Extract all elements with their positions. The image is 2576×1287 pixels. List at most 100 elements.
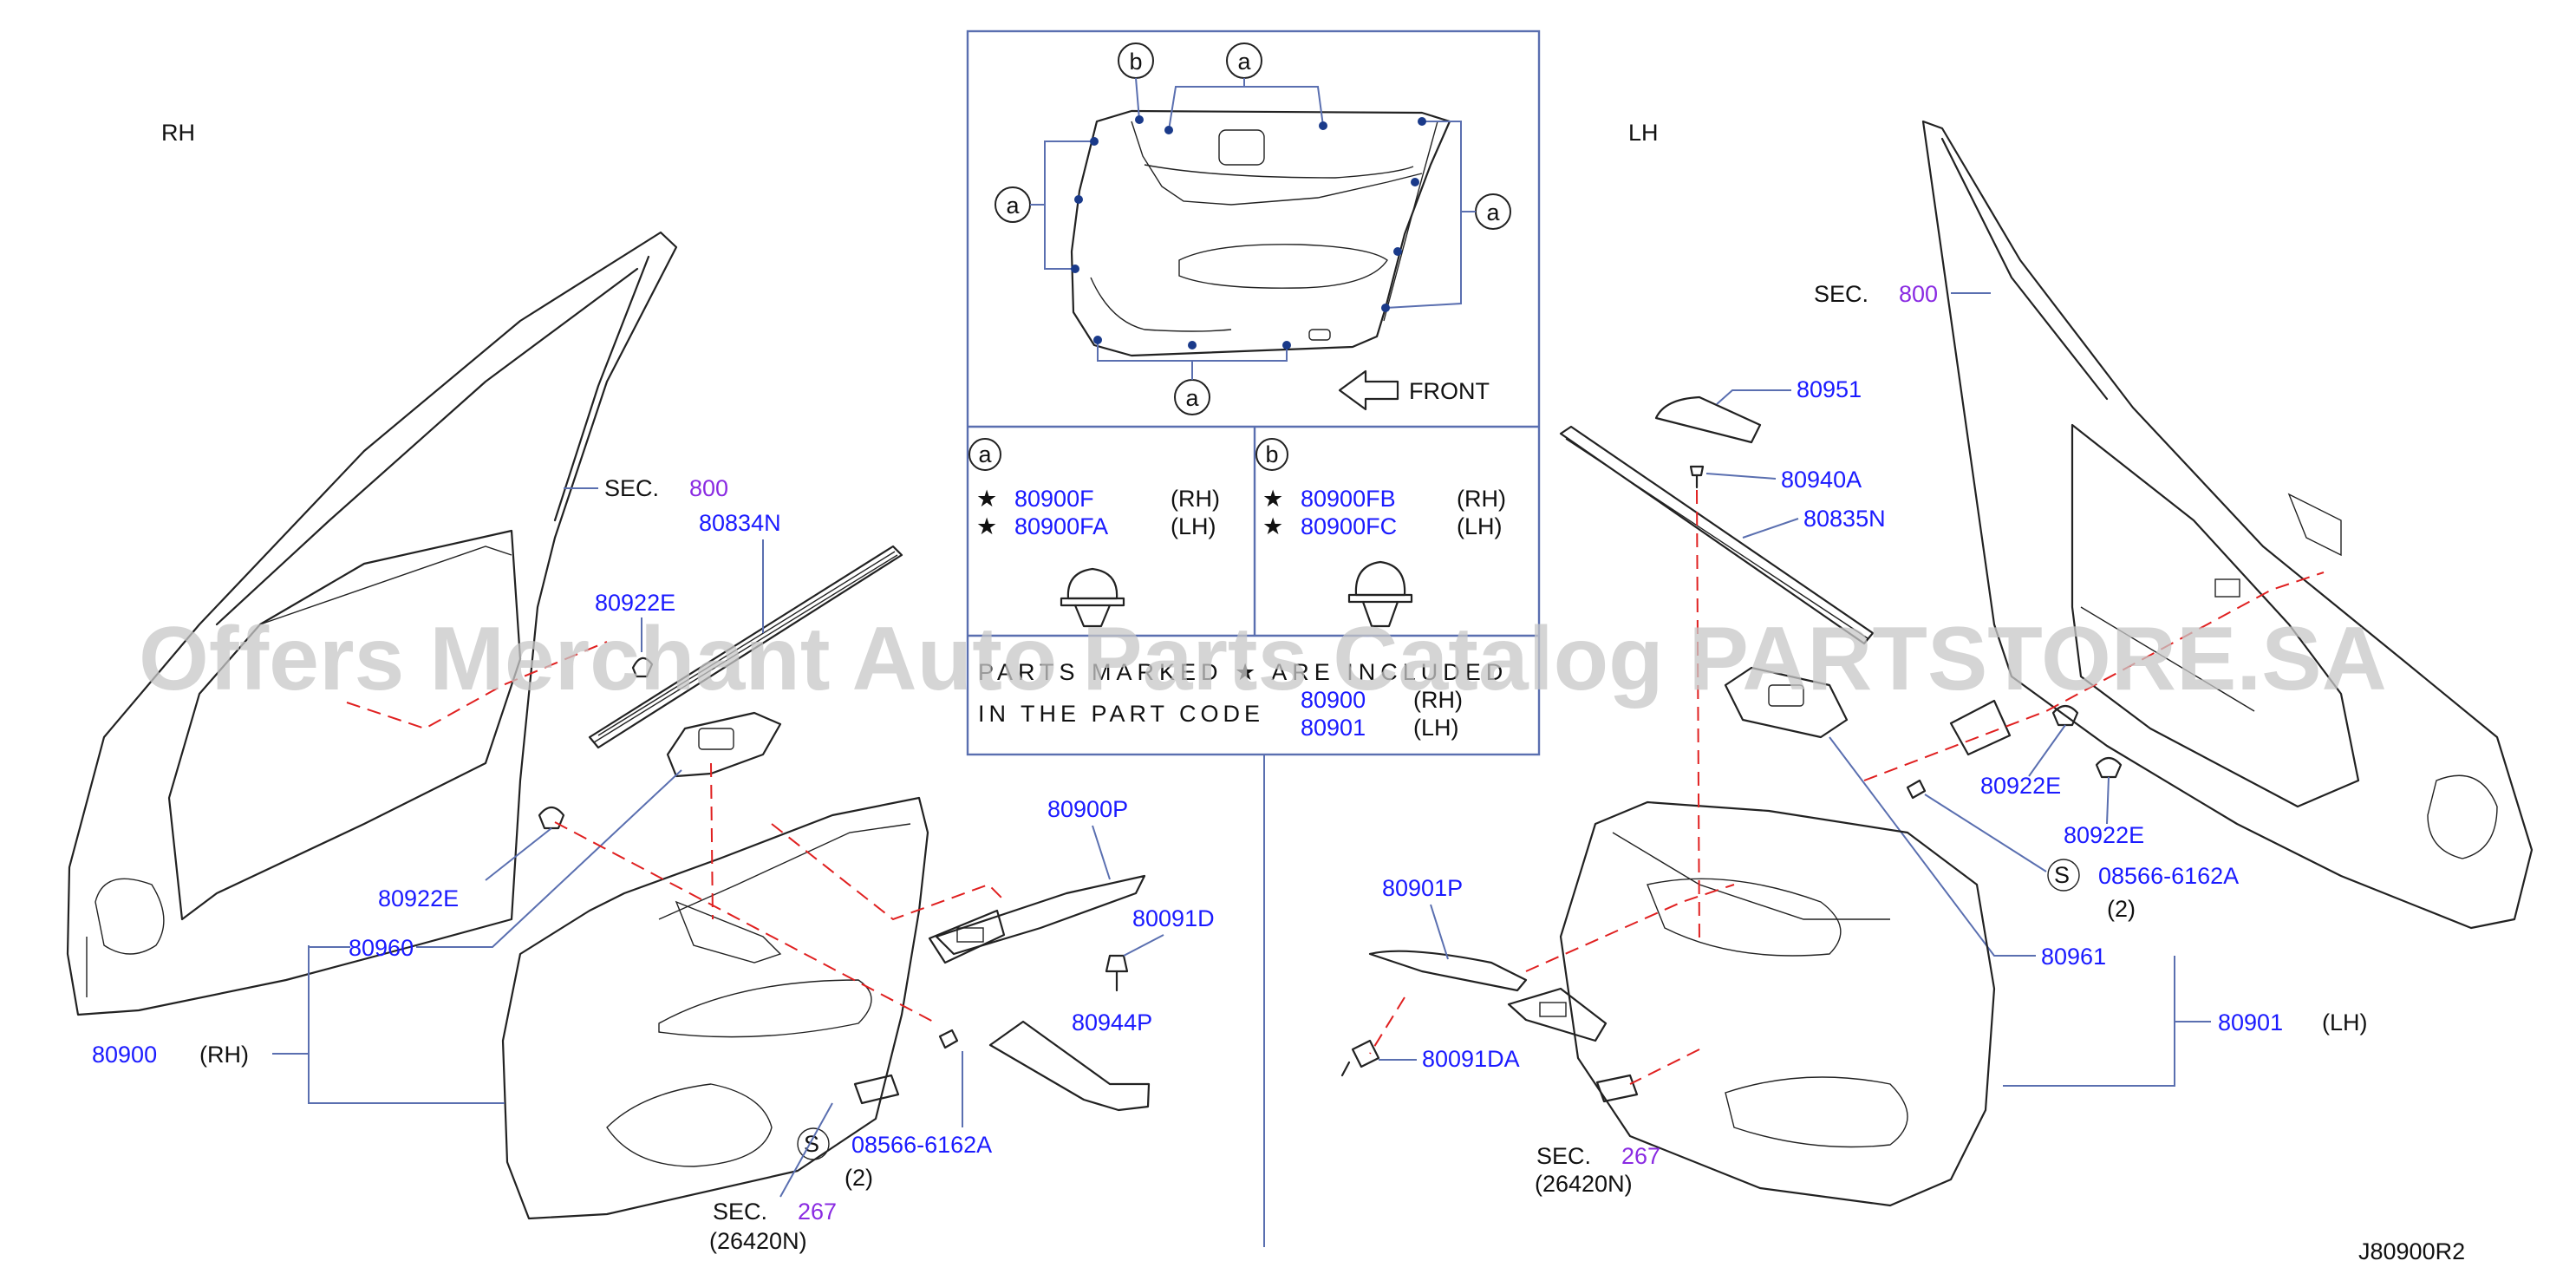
star-icon: ★ [976, 486, 997, 512]
inset-door-trim-drawing [1070, 109, 1451, 357]
rh-side-label: RH [161, 120, 195, 146]
lh-screw-80940A [1689, 465, 1705, 489]
callout-a-top: a [1237, 49, 1251, 75]
lh-switch-bezel-80961 [1724, 666, 1849, 739]
rh-clip-80922E-lower [538, 806, 565, 830]
lh-screw-symbol: S [2054, 862, 2070, 888]
note-line-2: IN THE PART CODE [978, 701, 1264, 727]
clip-b-icon [1347, 560, 1413, 628]
inset-callouts: b a a a a [995, 42, 1511, 415]
part-80900FB[interactable]: 80900FB [1301, 486, 1396, 512]
part-label-80900[interactable]: 80900 [92, 1042, 157, 1068]
callout-a-left: a [1006, 193, 1020, 219]
part-80900FC-side[interactable]: (LH) [1457, 513, 1503, 539]
part-80900FA-side[interactable]: (LH) [1171, 513, 1216, 539]
lh-clips-80922E [1949, 699, 2123, 779]
front-direction-arrow: FRONT [1338, 369, 1490, 411]
note-code-80900-side: (RH) [1413, 687, 1463, 713]
part-label-80961[interactable]: 80961 [2041, 944, 2106, 970]
rh-screw-80091D [1105, 954, 1129, 992]
note-line-1: PARTS MARKED ★ ARE INCLUDED [978, 659, 1508, 685]
clip-a-panel: a ★ 80900F (RH) ★ 80900FA (LH) [968, 438, 1220, 628]
part-80900F-side[interactable]: (RH) [1171, 486, 1220, 512]
diagram-code: J80900R2 [2358, 1238, 2465, 1264]
part-80900F[interactable]: 80900F [1014, 486, 1094, 512]
rh-clip-small [938, 1029, 959, 1049]
clip-a-icon [1060, 567, 1125, 628]
rh-clip-80922E-upper [631, 657, 654, 678]
part-label-80922E-lh-1[interactable]: 80922E [1980, 773, 2061, 799]
lh-door-shell [1921, 120, 2534, 930]
part-label-08566-lh[interactable]: 08566-6162A [2098, 863, 2239, 889]
lh-side-label: LH [1628, 120, 1659, 146]
clip-b-letter: b [1265, 441, 1278, 467]
part-label-80944P[interactable]: 80944P [1072, 1009, 1152, 1035]
part-80900FB-side[interactable]: (RH) [1457, 486, 1506, 512]
part-label-80834N[interactable]: 80834N [699, 510, 781, 536]
lh-armrest-cover-80901P [1368, 950, 1528, 992]
rh-switch-bezel-80960 [666, 711, 782, 778]
front-label: FRONT [1409, 378, 1490, 404]
lh-screw-08566 [1906, 779, 1927, 800]
note-code-80900: 80900 [1301, 687, 1366, 713]
part-label-80901P[interactable]: 80901P [1382, 875, 1463, 901]
part-label-80091DA[interactable]: 80091DA [1422, 1046, 1520, 1072]
clip-b-panel: b ★ 80900FB (RH) ★ 80900FC (LH) [1255, 438, 1506, 628]
rh-courtesy-lamp [853, 1074, 900, 1105]
note-code-80901: 80901 [1301, 715, 1366, 741]
note-code-80901-side: (LH) [1413, 715, 1459, 741]
rh-armrest-cover-80900P [935, 874, 1146, 956]
part-label-80901[interactable]: 80901 [2218, 1009, 2283, 1035]
rh-pull-handle-80944P [988, 1020, 1151, 1112]
rh-sec-267: 267 [798, 1199, 837, 1225]
part-label-80900-side[interactable]: (RH) [199, 1042, 249, 1068]
lh-sec-word-267: SEC. [1536, 1143, 1591, 1169]
part-label-80900P[interactable]: 80900P [1047, 796, 1128, 822]
part-label-80901-side[interactable]: (LH) [2322, 1009, 2368, 1035]
lh-assembly-lines [1369, 489, 2325, 1085]
rh-switch-plate [928, 909, 1006, 964]
part-label-80922E-rh-upper[interactable]: 80922E [595, 590, 675, 616]
rh-qty: (2) [845, 1165, 873, 1191]
watermark-text: Offers Merchant Auto Parts Catalog PARTS… [139, 609, 2387, 709]
callout-a-right: a [1486, 199, 1500, 225]
star-icon: ★ [1262, 513, 1283, 539]
star-icon: ★ [976, 513, 997, 539]
part-label-80922E-lh-2[interactable]: 80922E [2064, 822, 2144, 848]
rh-screw-symbol: S [804, 1131, 819, 1157]
star-icon: ★ [1262, 486, 1283, 512]
lh-sec-word-800: SEC. [1814, 281, 1868, 307]
part-80900FA[interactable]: 80900FA [1014, 513, 1108, 539]
callout-b-top: b [1129, 49, 1142, 75]
part-label-08566-rh[interactable]: 08566-6162A [851, 1132, 992, 1158]
callout-a-bottom: a [1185, 385, 1199, 411]
rh-sec-word-800: SEC. [604, 475, 659, 501]
lh-finisher-80951 [1654, 395, 1762, 444]
rh-sec-800: 800 [689, 475, 728, 501]
lh-sub-26420N: (26420N) [1535, 1171, 1633, 1197]
included-parts-note: PARTS MARKED ★ ARE INCLUDED IN THE PART … [978, 659, 1508, 741]
part-label-80940A[interactable]: 80940A [1781, 467, 1862, 493]
part-80900FC[interactable]: 80900FC [1301, 513, 1397, 539]
rh-door-shell [66, 231, 678, 1016]
rh-sub-26420N: (26420N) [709, 1228, 807, 1254]
lh-sec-267: 267 [1621, 1143, 1660, 1169]
lh-courtesy-lamp [1595, 1074, 1639, 1103]
lh-screw-80091DA [1340, 1039, 1380, 1077]
rh-weatherstrip-80834N [588, 545, 903, 749]
part-label-80951[interactable]: 80951 [1797, 376, 1862, 402]
lh-door-trim-80901 [1559, 800, 1996, 1207]
part-label-80960[interactable]: 80960 [349, 935, 414, 961]
part-label-80835N[interactable]: 80835N [1803, 506, 1886, 532]
lh-qty: (2) [2107, 896, 2136, 922]
rh-door-trim-80900 [501, 796, 929, 1220]
part-label-80922E-rh-lower[interactable]: 80922E [378, 885, 459, 911]
fastener-location-inset: b a a a a [966, 29, 1541, 1247]
rh-assembly-lines [346, 641, 1007, 1024]
clip-a-letter: a [978, 441, 992, 467]
rh-sec-word-267: SEC. [713, 1199, 767, 1225]
part-label-80091D[interactable]: 80091D [1132, 905, 1215, 931]
lh-weatherstrip-80835N [1559, 425, 1875, 645]
lh-sec-800: 800 [1899, 281, 1938, 307]
